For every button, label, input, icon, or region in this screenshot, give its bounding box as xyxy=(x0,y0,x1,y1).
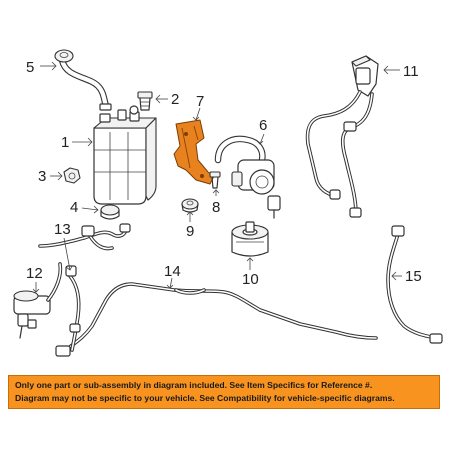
label-part-10: 10 xyxy=(242,271,259,288)
part-10-filter xyxy=(231,221,269,257)
part-8-bolt xyxy=(209,171,221,189)
disclaimer-line-1: Only one part or sub-assembly in diagram… xyxy=(15,380,373,390)
label-part-15: 15 xyxy=(405,268,422,285)
label-part-14: 14 xyxy=(164,263,181,280)
label-part-5: 5 xyxy=(26,59,34,76)
part-5-vent-hose xyxy=(54,49,112,111)
part-1-vapor-canister xyxy=(93,105,157,205)
disclaimer-line-2: Diagram may not be specific to your vehi… xyxy=(15,393,395,403)
label-part-2: 2 xyxy=(171,91,179,108)
part-4-cap xyxy=(100,204,120,220)
part-13-line xyxy=(38,223,131,251)
label-part-4: 4 xyxy=(70,199,78,216)
part-2-bolt xyxy=(137,91,153,111)
callout-leaders xyxy=(32,61,402,293)
part-12-vent-valve xyxy=(13,262,63,339)
label-part-13: 13 xyxy=(54,221,71,238)
disclaimer-banner: Only one part or sub-assembly in diagram… xyxy=(8,375,440,409)
part-7-bracket-highlighted xyxy=(173,119,215,185)
label-part-12: 12 xyxy=(26,265,43,282)
label-part-9: 9 xyxy=(186,223,194,240)
part-15-line xyxy=(386,225,443,344)
label-part-8: 8 xyxy=(212,199,220,216)
part-6-purge-valve xyxy=(214,135,281,219)
part-3-grommet xyxy=(63,167,81,184)
label-part-3: 3 xyxy=(38,168,46,185)
label-part-11: 11 xyxy=(403,63,419,80)
parts-diagram: 5 2 7 6 11 1 3 4 8 9 13 10 14 12 15 xyxy=(13,49,443,357)
label-part-1: 1 xyxy=(61,134,69,151)
part-11-vent-tube-assembly xyxy=(305,55,379,218)
part-9-grommet xyxy=(181,198,199,213)
label-part-6: 6 xyxy=(259,117,267,134)
label-part-7: 7 xyxy=(196,93,204,110)
part-14-long-line xyxy=(55,265,378,357)
